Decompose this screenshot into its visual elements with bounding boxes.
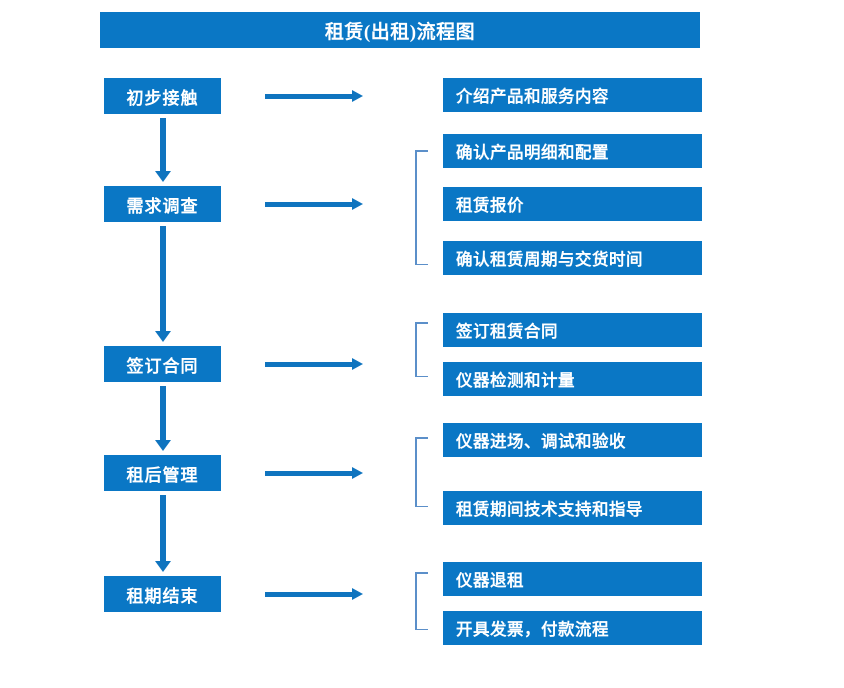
detail-box-5[interactable]: 签订租赁合同 [443,313,702,347]
detail-box-1[interactable]: 介绍产品和服务内容 [443,78,702,112]
group-bracket-requirements [415,150,431,265]
group-bracket-management [415,437,431,507]
stage-box-5[interactable]: 租期结束 [104,576,221,612]
detail-box-4[interactable]: 确认租赁周期与交货时间 [443,241,702,275]
detail-box-3[interactable]: 租赁报价 [443,187,702,221]
stage-box-3[interactable]: 签订合同 [104,346,221,382]
vertical-arrow-1 [155,118,171,182]
horizontal-arrow-3 [265,358,363,370]
detail-box-2[interactable]: 确认产品明细和配置 [443,134,702,168]
detail-box-8[interactable]: 租赁期间技术支持和指导 [443,491,702,525]
vertical-arrow-4 [155,495,171,572]
horizontal-arrow-4 [265,467,363,479]
detail-box-6[interactable]: 仪器检测和计量 [443,362,702,396]
vertical-arrow-3 [155,386,171,451]
horizontal-arrow-5 [265,588,363,600]
stage-box-2[interactable]: 需求调查 [104,186,221,222]
horizontal-arrow-2 [265,198,363,210]
chart-title: 租赁(出租)流程图 [100,12,700,48]
detail-box-7[interactable]: 仪器进场、调试和验收 [443,423,702,457]
group-bracket-contract [415,322,431,377]
detail-box-10[interactable]: 开具发票，付款流程 [443,611,702,645]
group-bracket-closing [415,572,431,630]
vertical-arrow-2 [155,226,171,342]
horizontal-arrow-1 [265,90,363,102]
stage-box-4[interactable]: 租后管理 [104,455,221,491]
stage-box-1[interactable]: 初步接触 [104,78,221,114]
detail-box-9[interactable]: 仪器退租 [443,562,702,596]
